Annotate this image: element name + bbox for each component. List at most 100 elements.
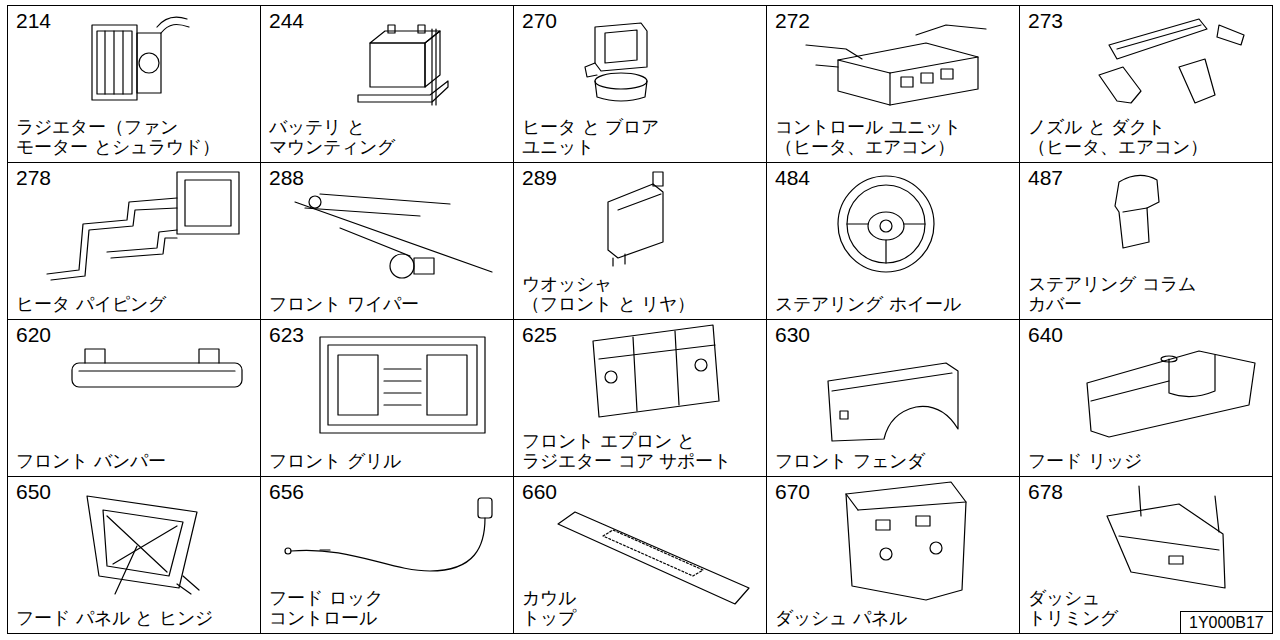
part-group-name: フード リッジ	[1028, 451, 1142, 472]
label-line: モーター とシュラウド）	[16, 137, 220, 158]
section-number: 650	[16, 480, 51, 503]
catalog-cell: 484ステアリング ホイール	[766, 162, 1020, 320]
section-number: 272	[775, 9, 810, 32]
label-line: フロント バンパー	[16, 451, 166, 472]
part-group-name: ヒータ と ブロア ユニット	[522, 117, 659, 158]
part-group-name: ダッシュ トリミング	[1028, 588, 1118, 629]
section-number: 244	[269, 9, 304, 32]
part-group-name: フード パネル と ヒンジ	[16, 608, 213, 629]
hood-panel-illustration	[87, 496, 199, 594]
label-line: （ヒータ、エアコン）	[775, 137, 961, 158]
fender-illustration	[828, 363, 958, 441]
battery-illustration	[358, 25, 448, 105]
heater-piping-illustration	[47, 172, 239, 280]
part-group-name: フロント バンパー	[16, 451, 166, 472]
part-group-name: ステアリング コラム カバー	[1028, 274, 1196, 315]
dash-panel-illustration	[846, 482, 966, 600]
section-number: 630	[775, 323, 810, 346]
label-line: トップ	[522, 608, 576, 629]
label-line: ノズル と ダクト	[1028, 117, 1208, 138]
catalog-cell: 625 フロント エプロン と ラジエター コア サポート	[513, 319, 767, 477]
part-group-name: フード ロック コントロール	[269, 588, 383, 629]
part-group-name: フロント ワイパー	[269, 294, 419, 315]
apron-illustration	[593, 325, 719, 417]
catalog-cell: 278 ヒータ パイピング	[7, 162, 261, 320]
section-number: 623	[269, 323, 304, 346]
label-line: コントロール	[269, 608, 383, 629]
label-line: フード パネル と ヒンジ	[16, 608, 213, 629]
catalog-cell: 289 ウオッシャ （フロント と リヤ）	[513, 162, 767, 320]
drawing-code-box: 1Y000B17	[1180, 611, 1273, 634]
catalog-cell: 623 フロント グリル	[260, 319, 514, 477]
section-number: 670	[775, 480, 810, 503]
label-line: ヒータ パイピング	[16, 294, 166, 315]
label-line: （ヒータ、エアコン）	[1028, 137, 1208, 158]
catalog-cell: 244 バッテリ と マウンティング	[260, 5, 514, 163]
catalog-cell: 620 フロント バンパー	[7, 319, 261, 477]
column-cover-illustration	[1115, 175, 1159, 248]
catalog-cell: 214ラジエター（ファン モーター とシュラウド）	[7, 5, 261, 163]
section-number: 620	[16, 323, 51, 346]
radiator-illustration	[92, 17, 189, 100]
label-line: ダッシュ パネル	[775, 608, 907, 629]
catalog-cell: 656 フード ロック コントロール	[260, 476, 514, 634]
label-line: ダッシュ	[1028, 588, 1118, 609]
section-number: 640	[1028, 323, 1063, 346]
catalog-cell: 288 フロント ワイパー	[260, 162, 514, 320]
part-group-name: ウオッシャ （フロント と リヤ）	[522, 274, 695, 315]
label-line: ユニット	[522, 137, 659, 158]
washer-illustration	[608, 172, 663, 266]
label-line: カウル	[522, 588, 576, 609]
section-number: 625	[522, 323, 557, 346]
label-line: フロント エプロン と	[522, 431, 731, 452]
label-line: バッテリ と	[269, 117, 395, 138]
section-number: 289	[522, 166, 557, 189]
catalog-cell: 273 ノズル と ダクト （ヒータ、エアコン）	[1019, 5, 1273, 163]
catalog-cell: 640 フード リッジ	[1019, 319, 1273, 477]
label-line: ステアリング ホイール	[775, 294, 961, 315]
section-number: 270	[522, 9, 557, 32]
section-number: 678	[1028, 480, 1063, 503]
label-line: ラジエター コア サポート	[522, 451, 731, 472]
label-line: トリミング	[1028, 608, 1118, 629]
label-line: フード リッジ	[1028, 451, 1142, 472]
control-unit-illustration	[806, 25, 986, 105]
section-number: 656	[269, 480, 304, 503]
wiper-illustration	[295, 194, 492, 278]
label-line: フロント フェンダ	[775, 451, 925, 472]
heater-blower-illustration	[585, 23, 647, 101]
catalog-cell: 630 フロント フェンダ	[766, 319, 1020, 477]
part-group-name: コントロール ユニット （ヒータ、エアコン）	[775, 117, 961, 158]
label-line: カバー	[1028, 294, 1196, 315]
grille-illustration	[320, 337, 485, 433]
catalog-cell: 270 ヒータ と ブロア ユニット	[513, 5, 767, 163]
label-line: フロント ワイパー	[269, 294, 419, 315]
section-number: 288	[269, 166, 304, 189]
label-line: （フロント と リヤ）	[522, 294, 695, 315]
hood-lock-cable-illustration	[285, 498, 492, 571]
part-group-name: バッテリ と マウンティング	[269, 117, 395, 158]
nozzle-duct-illustration	[1099, 19, 1244, 103]
part-group-name: ヒータ パイピング	[16, 294, 166, 315]
part-group-name: フロント フェンダ	[775, 451, 925, 472]
part-group-name: フロント グリル	[269, 451, 401, 472]
part-group-name: ノズル と ダクト （ヒータ、エアコン）	[1028, 117, 1208, 158]
label-line: フロント グリル	[269, 451, 401, 472]
label-line: コントロール ユニット	[775, 117, 961, 138]
section-number: 660	[522, 480, 557, 503]
section-number: 487	[1028, 166, 1063, 189]
label-line: フード ロック	[269, 588, 383, 609]
part-group-name: カウル トップ	[522, 588, 576, 629]
hood-ledge-illustration	[1087, 351, 1255, 437]
section-number: 273	[1028, 9, 1063, 32]
label-line: ラジエター（ファン	[16, 117, 220, 138]
catalog-cell: 272 コントロール ユニット （ヒータ、エアコン）	[766, 5, 1020, 163]
part-group-name: ラジエター（ファン モーター とシュラウド）	[16, 117, 220, 158]
section-number: 278	[16, 166, 51, 189]
bumper-illustration	[72, 349, 242, 387]
cowl-top-illustration	[558, 512, 749, 604]
steering-wheel-illustration	[838, 176, 934, 272]
catalog-cell: 670 ダッシュ パネル	[766, 476, 1020, 634]
